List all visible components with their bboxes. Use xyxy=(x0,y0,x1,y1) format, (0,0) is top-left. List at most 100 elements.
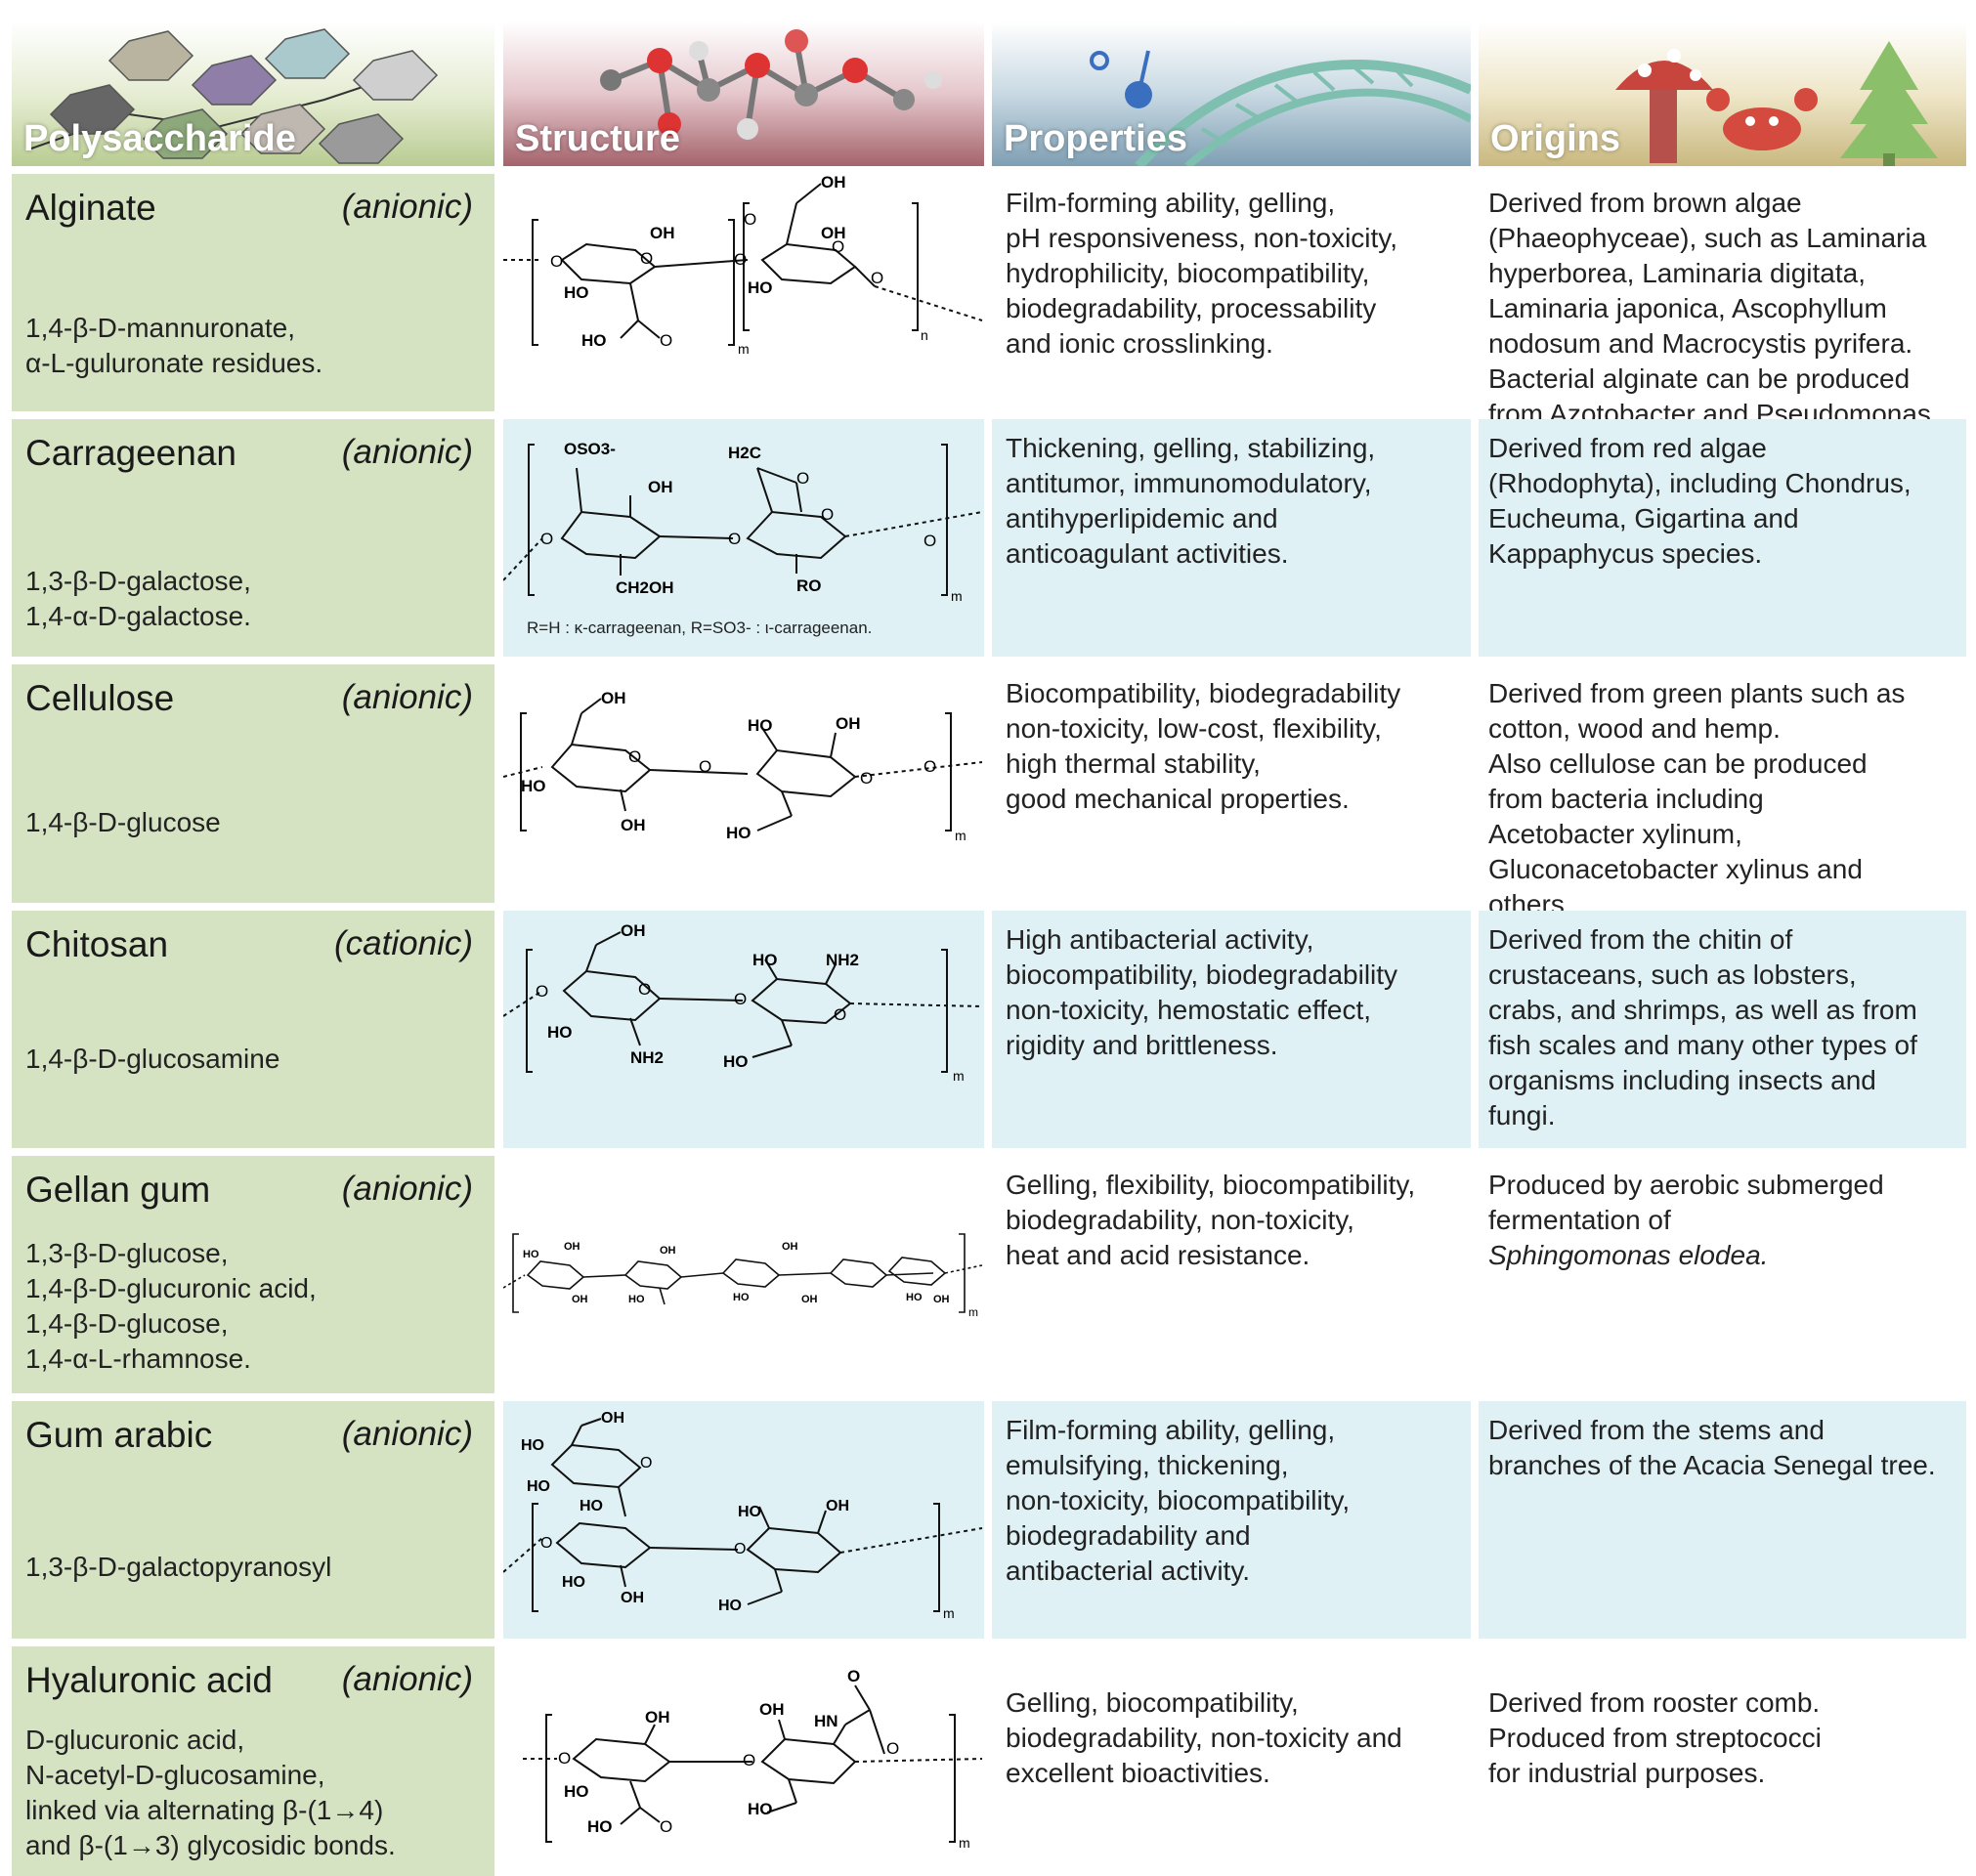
structure-label: HO xyxy=(562,1574,585,1591)
properties-line: antibacterial activity. xyxy=(1006,1556,1251,1586)
properties-line: high thermal stability, xyxy=(1006,748,1261,779)
residue-line: 1,4-α-L-rhamnose. xyxy=(25,1343,251,1374)
structure-label: HO xyxy=(748,278,773,297)
hexagon-illustration xyxy=(30,28,439,164)
properties-line: High antibacterial activity, xyxy=(1006,924,1314,955)
structure-label: OH xyxy=(601,689,626,707)
structure-label: HO xyxy=(726,824,752,842)
properties-cell: Gelling, flexibility, biocompatibility, … xyxy=(992,1156,1471,1393)
residue-list: 1,4-β-D-glucosamine xyxy=(25,1042,279,1077)
structure-label: O xyxy=(734,990,747,1008)
origins-cell: Produced by aerobic submerged fermentati… xyxy=(1479,1156,1966,1393)
properties-line: non-toxicity, hemostatic effect, xyxy=(1006,995,1372,1025)
polysaccharide-name: Cellulose xyxy=(25,678,175,718)
residue-line: 1,4-β-D-glucuronic acid, xyxy=(25,1273,317,1303)
structure-label: O xyxy=(871,269,883,287)
structure-label: O xyxy=(744,210,756,229)
structure-label: HO xyxy=(587,1817,613,1836)
properties-line: Gelling, biocompatibility, xyxy=(1006,1687,1299,1718)
structure-cell: OH HO HO HO O O HO OH O HO OH HO m xyxy=(503,1401,984,1639)
residue-line: 1,3-β-D-glucose, xyxy=(25,1238,229,1268)
origins-line: Bacterial alginate can be produced xyxy=(1488,363,1911,394)
structure-label: m xyxy=(738,341,750,357)
polysaccharide-name: Gellan gum xyxy=(25,1170,211,1210)
tree-icon xyxy=(1840,41,1938,166)
structure-label: OH xyxy=(782,1241,798,1253)
charge-type: (anionic) xyxy=(341,1415,473,1453)
chitosan-structure-diagram: OH O HO NH2 HO O O O NH2 HO m xyxy=(503,921,983,1084)
structure-label: O xyxy=(558,1749,571,1768)
structure-label: OH xyxy=(648,478,673,496)
properties-line: pH responsiveness, non-toxicity, xyxy=(1006,223,1397,253)
origins-line: crabs, and shrimps, as well as from xyxy=(1488,995,1917,1025)
charge-type: (anionic) xyxy=(341,1660,473,1698)
header-origins: Origins xyxy=(1479,21,1966,166)
structure-label: OH xyxy=(621,816,646,834)
polysaccharide-name: Chitosan xyxy=(25,924,169,964)
row-chitosan: Chitosan (cationic) 1,4-β-D-glucosamine xyxy=(12,911,1966,1148)
origins-line: Eucheuma, Gigartina and xyxy=(1488,503,1799,533)
structure-label: OH xyxy=(621,1590,644,1606)
structure-label: O xyxy=(832,237,844,256)
origins-cell: Derived from brown algae (Phaeophyceae),… xyxy=(1479,174,1966,429)
structure-label: O xyxy=(638,980,651,999)
structure-label: HN xyxy=(814,1712,838,1730)
origins-line: fungi. xyxy=(1488,1100,1556,1130)
structure-label: O xyxy=(628,747,641,766)
origins-line: Acetobacter xylinum, xyxy=(1488,819,1742,849)
header-structure: Structure xyxy=(503,21,984,166)
row-gum-arabic: Gum arabic (anionic) 1,3-β-D-galactopyra… xyxy=(12,1401,1966,1639)
structure-label: HO xyxy=(523,1249,539,1260)
origins-line: Derived from the stems and xyxy=(1488,1415,1825,1445)
gellan-structure-diagram: HO OH OH OH OH OH HO HO HO OH m xyxy=(503,1233,983,1319)
cellulose-structure-diagram: OH O HO OH HO O O O OH HO m xyxy=(503,689,983,843)
structure-label: OH xyxy=(650,224,675,242)
structure-label: O xyxy=(734,1541,746,1557)
origins-line: Derived from red algae xyxy=(1488,433,1767,463)
structure-label: O xyxy=(540,1535,552,1552)
properties-line: non-toxicity, biocompatibility, xyxy=(1006,1485,1351,1515)
origins-line: Produced from streptococci xyxy=(1488,1723,1822,1753)
structure-label: HO xyxy=(628,1294,645,1305)
structure-label: m xyxy=(968,1305,978,1319)
structure-label: O xyxy=(660,1817,672,1836)
origins-line: hyperborea, Laminaria digitata, xyxy=(1488,258,1867,288)
structure-label: HO xyxy=(738,1504,761,1520)
structure-label: OH xyxy=(645,1708,670,1727)
origins-line: branches of the Acacia Senegal tree. xyxy=(1488,1450,1936,1480)
polysaccharide-name: Carrageenan xyxy=(25,433,236,473)
structure-label: OH xyxy=(821,224,846,242)
header-row: Polysaccharide xyxy=(12,21,1966,166)
structure-label: H2C xyxy=(728,444,761,462)
structure-label: OH xyxy=(826,1498,849,1514)
structure-label: m xyxy=(943,1605,955,1621)
residue-line: 1,4-β-D-glucose, xyxy=(25,1308,229,1339)
residue-list: 1,4-β-D-glucose xyxy=(25,805,221,840)
structure-label: OH xyxy=(660,1245,676,1257)
polysaccharide-name-cell: Gellan gum (anionic) 1,3-β-D-glucose, 1,… xyxy=(12,1156,494,1393)
structure-label: OH xyxy=(836,714,861,733)
residue-list: 1,3-β-D-glucose, 1,4-β-D-glucuronic acid… xyxy=(25,1236,317,1377)
polysaccharide-name-cell: Alginate (anionic) 1,4-β-D-mannuronate, … xyxy=(12,174,494,411)
structure-label: NH2 xyxy=(630,1048,664,1067)
residue-list: 1,3-β-D-galactopyranosyl xyxy=(25,1550,331,1585)
origins-line: for industrial purposes. xyxy=(1488,1758,1766,1788)
properties-line: Film-forming ability, gelling, xyxy=(1006,1415,1336,1445)
structure-label: O xyxy=(640,1455,652,1471)
properties-cell: High antibacterial activity, biocompatib… xyxy=(992,911,1471,1148)
header-label-properties: Properties xyxy=(1004,118,1187,159)
residue-line: 1,4-β-D-glucose xyxy=(25,807,221,837)
structure-label: NH2 xyxy=(826,951,859,969)
structure-label: O xyxy=(924,757,936,776)
properties-line: antihyperlipidemic and xyxy=(1006,503,1278,533)
structure-cell: OH O HO OH HO O O O OH HO m xyxy=(503,664,984,903)
structure-label: OH xyxy=(801,1294,818,1305)
origins-line: nodosum and Macrocystis pyrifera. xyxy=(1488,328,1913,359)
structure-label: O xyxy=(924,532,936,550)
polysaccharide-table: Polysaccharide xyxy=(12,21,1966,1876)
properties-line: excellent bioactivities. xyxy=(1006,1758,1270,1788)
structure-label: OH xyxy=(572,1294,588,1305)
charge-type: (anionic) xyxy=(341,678,473,716)
residue-line: N-acetyl-D-glucosamine, xyxy=(25,1760,325,1790)
alginate-structure-diagram: OH OH O O O O O OH O HO HO HO O m n xyxy=(503,174,983,357)
